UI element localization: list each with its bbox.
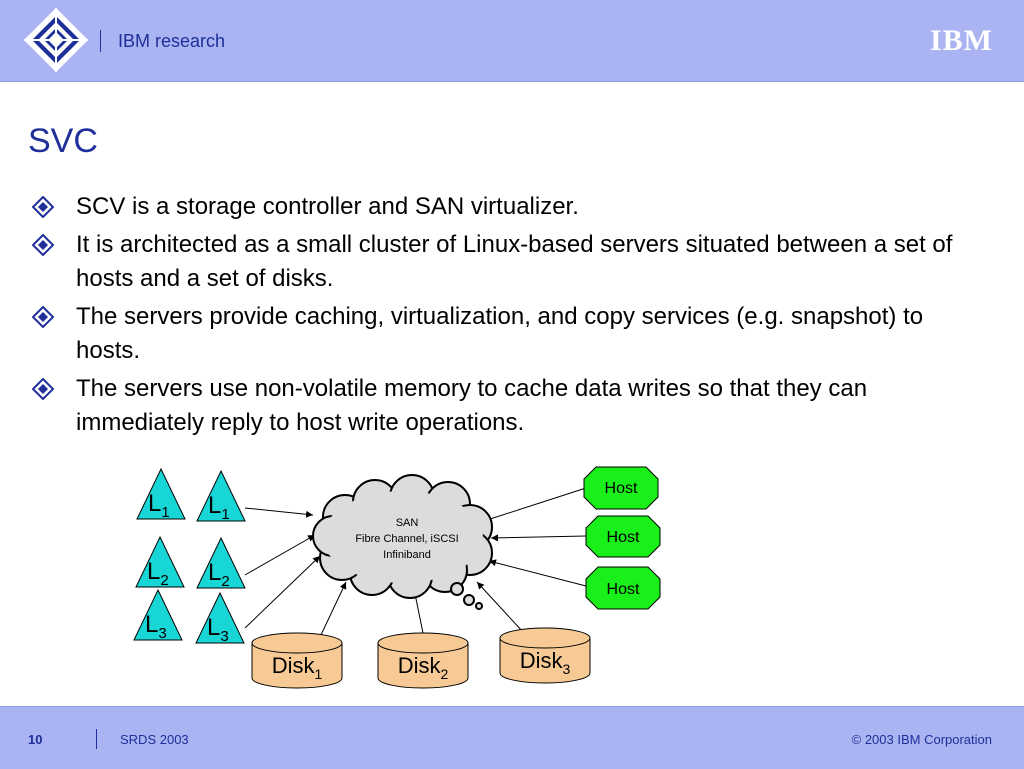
lun-letter: L [148,490,161,517]
header-divider [100,30,101,52]
svg-text:L1: L1 [208,492,230,523]
host-node: Host [585,515,661,558]
lun-letter: L [147,558,160,585]
arrow-lun-to-san [244,534,316,576]
bullet-text: The servers provide caching, virtualizat… [76,303,924,364]
arrow-lun-to-san [244,507,314,518]
lun-group: L1 L1 L2 L2 L3 L3 [133,467,246,645]
disk-cylinder: Disk2 [377,632,469,689]
lun-triangle: L1 [136,467,186,521]
footer-conference: SRDS 2003 [120,732,189,747]
svg-text:L3: L3 [145,611,167,642]
slide-title: SVC [28,122,98,160]
bullet-item: The servers provide caching, virtualizat… [28,300,988,368]
lun-subscript: 3 [158,625,166,642]
diamond-bullet-icon [32,234,54,256]
bullet-item: The servers use non-volatile memory to c… [28,372,988,440]
bullet-list: SCV is a storage controller and SAN virt… [28,190,988,444]
bullet-text: It is architected as a small cluster of … [76,231,953,292]
arrow-disk-to-san [476,581,524,633]
lun-triangle: L2 [135,535,185,589]
lun-triangle: L2 [196,536,246,590]
ibm-logo: IBM [930,24,993,57]
svg-text:L2: L2 [147,558,169,589]
svg-text:L1: L1 [148,490,170,521]
host-label: Host [605,480,638,497]
disk-subscript: 1 [314,666,322,682]
svg-text:L3: L3 [207,614,229,645]
lun-subscript: 3 [220,628,228,645]
host-label: Host [607,581,640,598]
header-title: IBM research [118,31,226,51]
svg-text:L2: L2 [208,559,230,590]
disk-subscript: 2 [440,666,448,682]
disk-subscript: 3 [562,661,570,677]
lun-letter: L [207,614,220,641]
ibm-research-diamond-logo-icon [24,8,88,72]
lun-letter: L [145,611,158,638]
arrow-lun-to-san [244,555,321,629]
diamond-bullet-icon [32,196,54,218]
san-label: SAN [396,517,419,529]
lun-triangle: L3 [195,591,245,645]
connection-arrows [244,487,587,638]
bullet-item: SCV is a storage controller and SAN virt… [28,190,988,224]
arrow-disk-to-san [319,581,347,638]
disk-cylinder: Disk1 [251,632,343,689]
host-node: Host [585,566,661,610]
slide-header: IBM research IBM [0,0,1024,82]
footer-copyright: © 2003 IBM Corporation [851,732,992,747]
arrow-host-to-san [483,487,587,523]
disk-cylinder: Disk3 [499,627,591,684]
lun-subscript: 2 [221,573,229,590]
san-cloud: SAN Fibre Channel, iSCSI Infiniband [312,474,493,610]
san-protocols: Fibre Channel, iSCSI [355,533,458,545]
footer-divider [96,729,97,749]
lun-subscript: 1 [221,506,229,523]
lun-subscript: 2 [160,572,168,589]
svc-architecture-diagram: L1 L1 L2 L2 L3 L3 [133,466,661,689]
diamond-bullet-icon [32,378,54,400]
lun-letter: L [208,492,221,519]
diamond-bullet-icon [32,306,54,328]
svg-text:Disk1: Disk1 [272,653,323,682]
svg-text:Disk3: Disk3 [520,648,571,677]
page-number: 10 [28,732,43,747]
bullet-text: SCV is a storage controller and SAN virt… [76,193,579,220]
disk-label: Disk [272,653,316,678]
host-group: Host Host Host [583,466,661,610]
lun-triangle: L3 [133,588,183,642]
lun-subscript: 1 [161,504,169,521]
slide-footer: 10 SRDS 2003 © 2003 IBM Corporation [0,706,1024,769]
arrow-host-to-san [490,534,587,542]
disk-label: Disk [398,653,442,678]
bullet-text: The servers use non-volatile memory to c… [76,375,868,436]
san-infiniband: Infiniband [383,549,431,561]
lun-triangle: L1 [196,469,246,523]
host-label: Host [607,529,640,546]
disk-label: Disk [520,648,564,673]
disk-group: Disk1 Disk2 Disk3 [251,627,591,689]
arrow-host-to-san [488,559,587,587]
host-node: Host [583,466,659,510]
lun-letter: L [208,559,221,586]
bullet-item: It is architected as a small cluster of … [28,228,988,296]
svg-text:Disk2: Disk2 [398,653,449,682]
